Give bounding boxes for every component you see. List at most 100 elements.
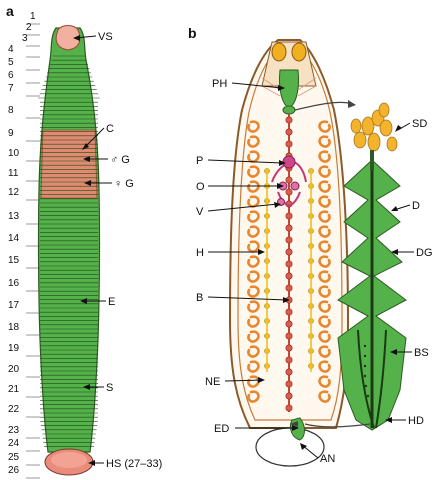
ganglion [285,356,293,364]
segment-number-2: 2 [26,22,32,33]
segment-number-11: 11 [8,168,19,179]
nephridium [247,360,260,373]
label-male-g: ♂ G [110,154,130,166]
segment-number-8: 8 [8,105,14,116]
segment-number-13: 13 [8,211,20,222]
panel-a-letter: a [6,3,14,19]
ganglion [285,392,293,400]
pharynx-exit [282,105,296,115]
segment-number-20: 20 [8,364,20,375]
nephridium [318,390,331,403]
label-ne: NE [205,376,220,388]
ganglion [285,308,293,316]
segment-number-7: 7 [8,83,14,94]
cerebral-ganglion-left [271,42,287,62]
nephridium [318,195,331,208]
nephridium [318,375,331,388]
nephridium [247,270,260,283]
digestive-system-drawing [337,102,407,431]
panel-b-arrowheads [258,85,402,450]
nephridium [247,315,260,328]
arrow-connector-bottom [304,423,371,428]
body-annuli [38,55,100,447]
arrowhead-connector-top [348,100,356,108]
arrowhead-connector-bottom [290,421,298,427]
segment-number-24: 24 [8,438,20,449]
ganglion [285,380,293,388]
label-p: P [196,155,203,167]
ganglion [285,128,293,136]
segment-number-22: 22 [8,404,20,415]
nephridium [318,345,331,358]
segment-number-16: 16 [8,278,20,289]
nephridium [318,120,331,133]
segment-number-1: 1 [30,11,36,22]
posterior-sucker-inner [51,452,87,468]
segment-number-3: 3 [22,33,28,44]
nephridium [318,180,331,193]
nephridium [318,150,331,163]
segment-number-18: 18 [8,322,20,333]
label-female-g: ♀ G [114,178,134,190]
segment-number-4: 4 [8,44,14,55]
leech-body-exterior [37,27,101,453]
nephridium [247,345,260,358]
segment-number-12: 12 [8,187,20,198]
nephridium [318,360,331,373]
nephridium [318,285,331,298]
ganglion [285,176,293,184]
nephridium [318,255,331,268]
label-s: S [106,382,113,394]
nephridium [318,240,331,253]
segment-number-15: 15 [8,255,20,266]
nephridia [247,120,331,403]
nephridium [318,225,331,238]
nephridium [247,240,260,253]
panel-a-arrowheads [73,35,95,466]
segment-number-17: 17 [8,300,20,311]
nephridium [247,330,260,343]
ganglion [285,368,293,376]
segment-number-23: 23 [8,425,20,436]
clitellum-region [40,129,98,199]
ganglion [285,236,293,244]
segment-number-labels: 1234567891011121314151617181920212223242… [8,11,40,479]
ganglion [285,404,293,412]
dissected-body-inner [237,47,343,421]
label-c: C [106,123,114,135]
nephridium [247,375,260,388]
nephridium [247,285,260,298]
ganglion [285,272,293,280]
ganglion [285,188,293,196]
nephridium [247,300,260,313]
segment-number-14: 14 [8,233,20,244]
panel-b-arrows [207,82,414,459]
segment-number-21: 21 [8,384,20,395]
segment-number-5: 5 [8,57,14,68]
segment-number-25: 25 [8,452,20,463]
label-dg: DG [416,247,433,259]
ganglion [285,140,293,148]
nerve-ganglia [285,116,293,412]
ganglion [285,332,293,340]
nephridium [247,210,260,223]
label-ph: PH [212,78,227,90]
label-bs: BS [414,347,429,359]
nephridium [247,165,260,178]
panel-b-letter: b [188,25,197,41]
label-hs: HS (27–33) [106,458,162,470]
segment-number-10: 10 [8,148,20,159]
ganglion [285,320,293,328]
nephridium [318,135,331,148]
label-e: E [108,296,115,308]
nephridium [247,150,260,163]
nephridium [247,135,260,148]
segment-number-6: 6 [8,70,14,81]
anterior-sucker [55,25,81,51]
ganglion [285,344,293,352]
label-v: V [196,206,204,218]
cerebral-ganglion-right [291,42,307,62]
label-vs: VS [98,31,113,43]
label-an: AN [320,453,335,465]
